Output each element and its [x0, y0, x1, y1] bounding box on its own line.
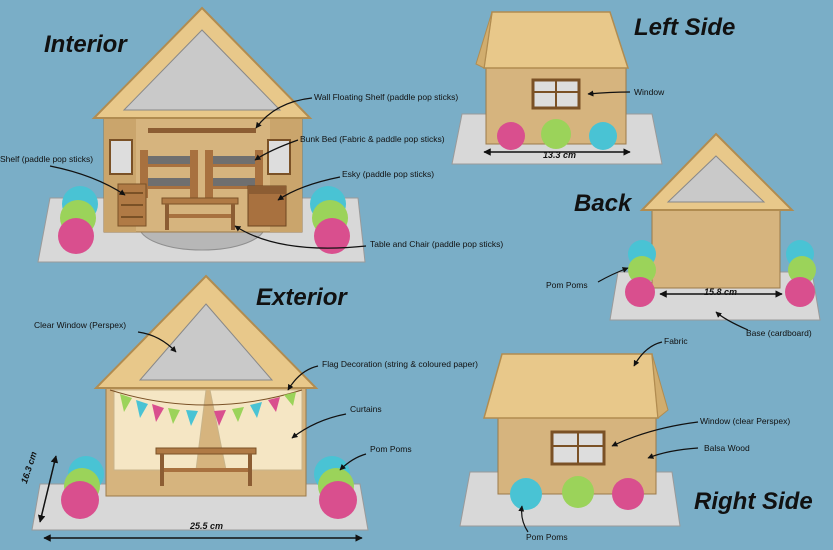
interior-pom-poms-right: [310, 186, 350, 254]
left-pom-cyan: [589, 122, 617, 150]
left-side-house: [451, 11, 663, 165]
flag-decoration: [120, 392, 296, 426]
title-left-side: Left Side: [634, 14, 736, 41]
exterior-house: [31, 274, 369, 531]
right-side-roof-edge: [651, 353, 669, 419]
measure-back-width: 15.8 cm: [704, 287, 738, 297]
back-wall: [651, 205, 781, 289]
flag-string: [109, 389, 303, 406]
arrow-table-chair: [234, 225, 367, 249]
back-pom-poms-left: [625, 240, 656, 307]
label-fabric: Fabric: [664, 336, 688, 346]
arrow-flag-decoration: [287, 365, 319, 391]
measure-left-width: 13.3 cm: [543, 150, 577, 160]
arrow-esky: [277, 176, 341, 201]
title-back: Back: [574, 190, 632, 217]
label-curtains: Curtains: [350, 404, 382, 414]
label-pom-poms-back: Pom Poms: [546, 280, 588, 290]
arrow-window-left: [587, 90, 631, 97]
arrow-base-cardboard: [715, 311, 749, 331]
interior-shelf: [117, 183, 147, 227]
right-side-roof: [483, 353, 659, 419]
label-window-left: Window: [634, 87, 665, 97]
arrow-pom-poms-right: [518, 505, 529, 533]
interior-left-window: [109, 139, 133, 175]
left-pom-pink: [497, 122, 525, 150]
measure-exterior-width: 25.5 cm: [190, 521, 224, 531]
label-bunk-bed: Bunk Bed (Fabric & paddle pop sticks): [300, 134, 445, 144]
label-base-cardboard: Base (cardboard): [746, 328, 812, 338]
label-wall-floating-shelf: Wall Floating Shelf (paddle pop sticks): [314, 92, 459, 102]
arrow-window-clear-perspex: [611, 421, 699, 447]
right-side-house: [459, 353, 681, 527]
label-window-clear-perspex: Window (clear Perspex): [700, 416, 791, 426]
clear-window-perspex: [138, 303, 274, 381]
right-pom-pink: [612, 478, 644, 510]
arrow-shelf: [49, 165, 126, 196]
left-pom-green: [541, 119, 571, 149]
arrow-pom-poms-back: [597, 267, 629, 283]
left-side-roof: [483, 11, 630, 69]
arrow-balsa-wood: [647, 447, 699, 459]
label-esky: Esky (paddle pop sticks): [342, 169, 435, 179]
exterior-table: [155, 447, 257, 486]
label-balsa-wood: Balsa Wood: [704, 443, 750, 453]
interior-roof-window: [122, 29, 282, 111]
label-flag-decoration: Flag Decoration (string & coloured paper…: [322, 359, 478, 369]
label-table-and-chair: Table and Chair (paddle pop sticks): [370, 239, 504, 249]
arrow-curtains: [291, 413, 347, 439]
right-side-window: [550, 430, 606, 466]
right-pom-cyan: [510, 478, 542, 510]
arrow-fabric: [633, 341, 663, 367]
exterior-pom-poms-left: [61, 456, 104, 519]
label-clear-window: Clear Window (Perspex): [34, 320, 127, 330]
label-pom-poms-exterior: Pom Poms: [370, 444, 412, 454]
bunk-bed: [140, 150, 263, 198]
right-curtain: [209, 389, 303, 471]
left-side-roof-edge: [475, 11, 493, 69]
back-pom-poms-right: [785, 240, 816, 307]
title-interior: Interior: [44, 31, 127, 58]
interior-right-window: [267, 139, 291, 175]
interior-pom-poms-left: [58, 186, 98, 254]
arrow-wall-shelf: [255, 97, 313, 129]
interior-house: [37, 6, 366, 263]
exterior-height-arrow: [37, 455, 59, 523]
label-shelf: Shelf (paddle pop sticks): [0, 154, 94, 164]
title-right-side: Right Side: [694, 488, 813, 515]
title-exterior: Exterior: [256, 284, 347, 311]
esky: [247, 185, 287, 227]
right-pom-green: [562, 476, 594, 508]
arrow-bunk-bed: [254, 139, 299, 161]
back-roof-window: [666, 155, 766, 203]
arrow-pom-poms-exterior: [339, 453, 367, 471]
label-pom-poms-right: Pom Poms: [526, 532, 568, 542]
wall-floating-shelf: [148, 128, 256, 133]
left-side-window: [531, 78, 581, 110]
arrow-clear-window: [137, 331, 177, 353]
table-and-chair: [161, 197, 239, 230]
